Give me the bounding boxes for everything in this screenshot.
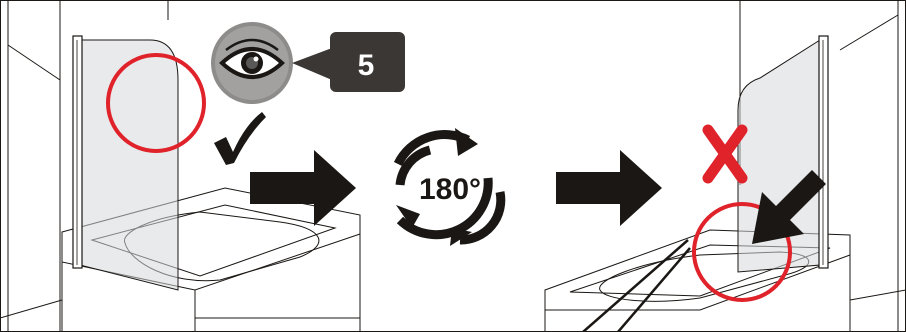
wall-profile-right	[818, 35, 829, 269]
wall-profile-left	[72, 35, 83, 269]
eye-icon	[211, 22, 293, 104]
rotate-180-icon: 180°	[393, 128, 506, 246]
highlight-circle-correct	[106, 53, 206, 153]
right-arrow-icon-2	[556, 150, 662, 226]
highlight-circle-wrong	[692, 202, 792, 302]
check-mark-icon	[214, 112, 266, 165]
right-arrow-icon	[250, 150, 356, 226]
step-number: 5	[358, 49, 375, 82]
rotation-label: 180°	[419, 173, 481, 206]
down-left-arrow-icon	[752, 170, 826, 244]
step-badge: 5	[292, 32, 405, 92]
cross-mark-icon	[702, 124, 748, 184]
water-splash-lines	[582, 239, 691, 332]
glass-panel-left	[79, 39, 179, 291]
